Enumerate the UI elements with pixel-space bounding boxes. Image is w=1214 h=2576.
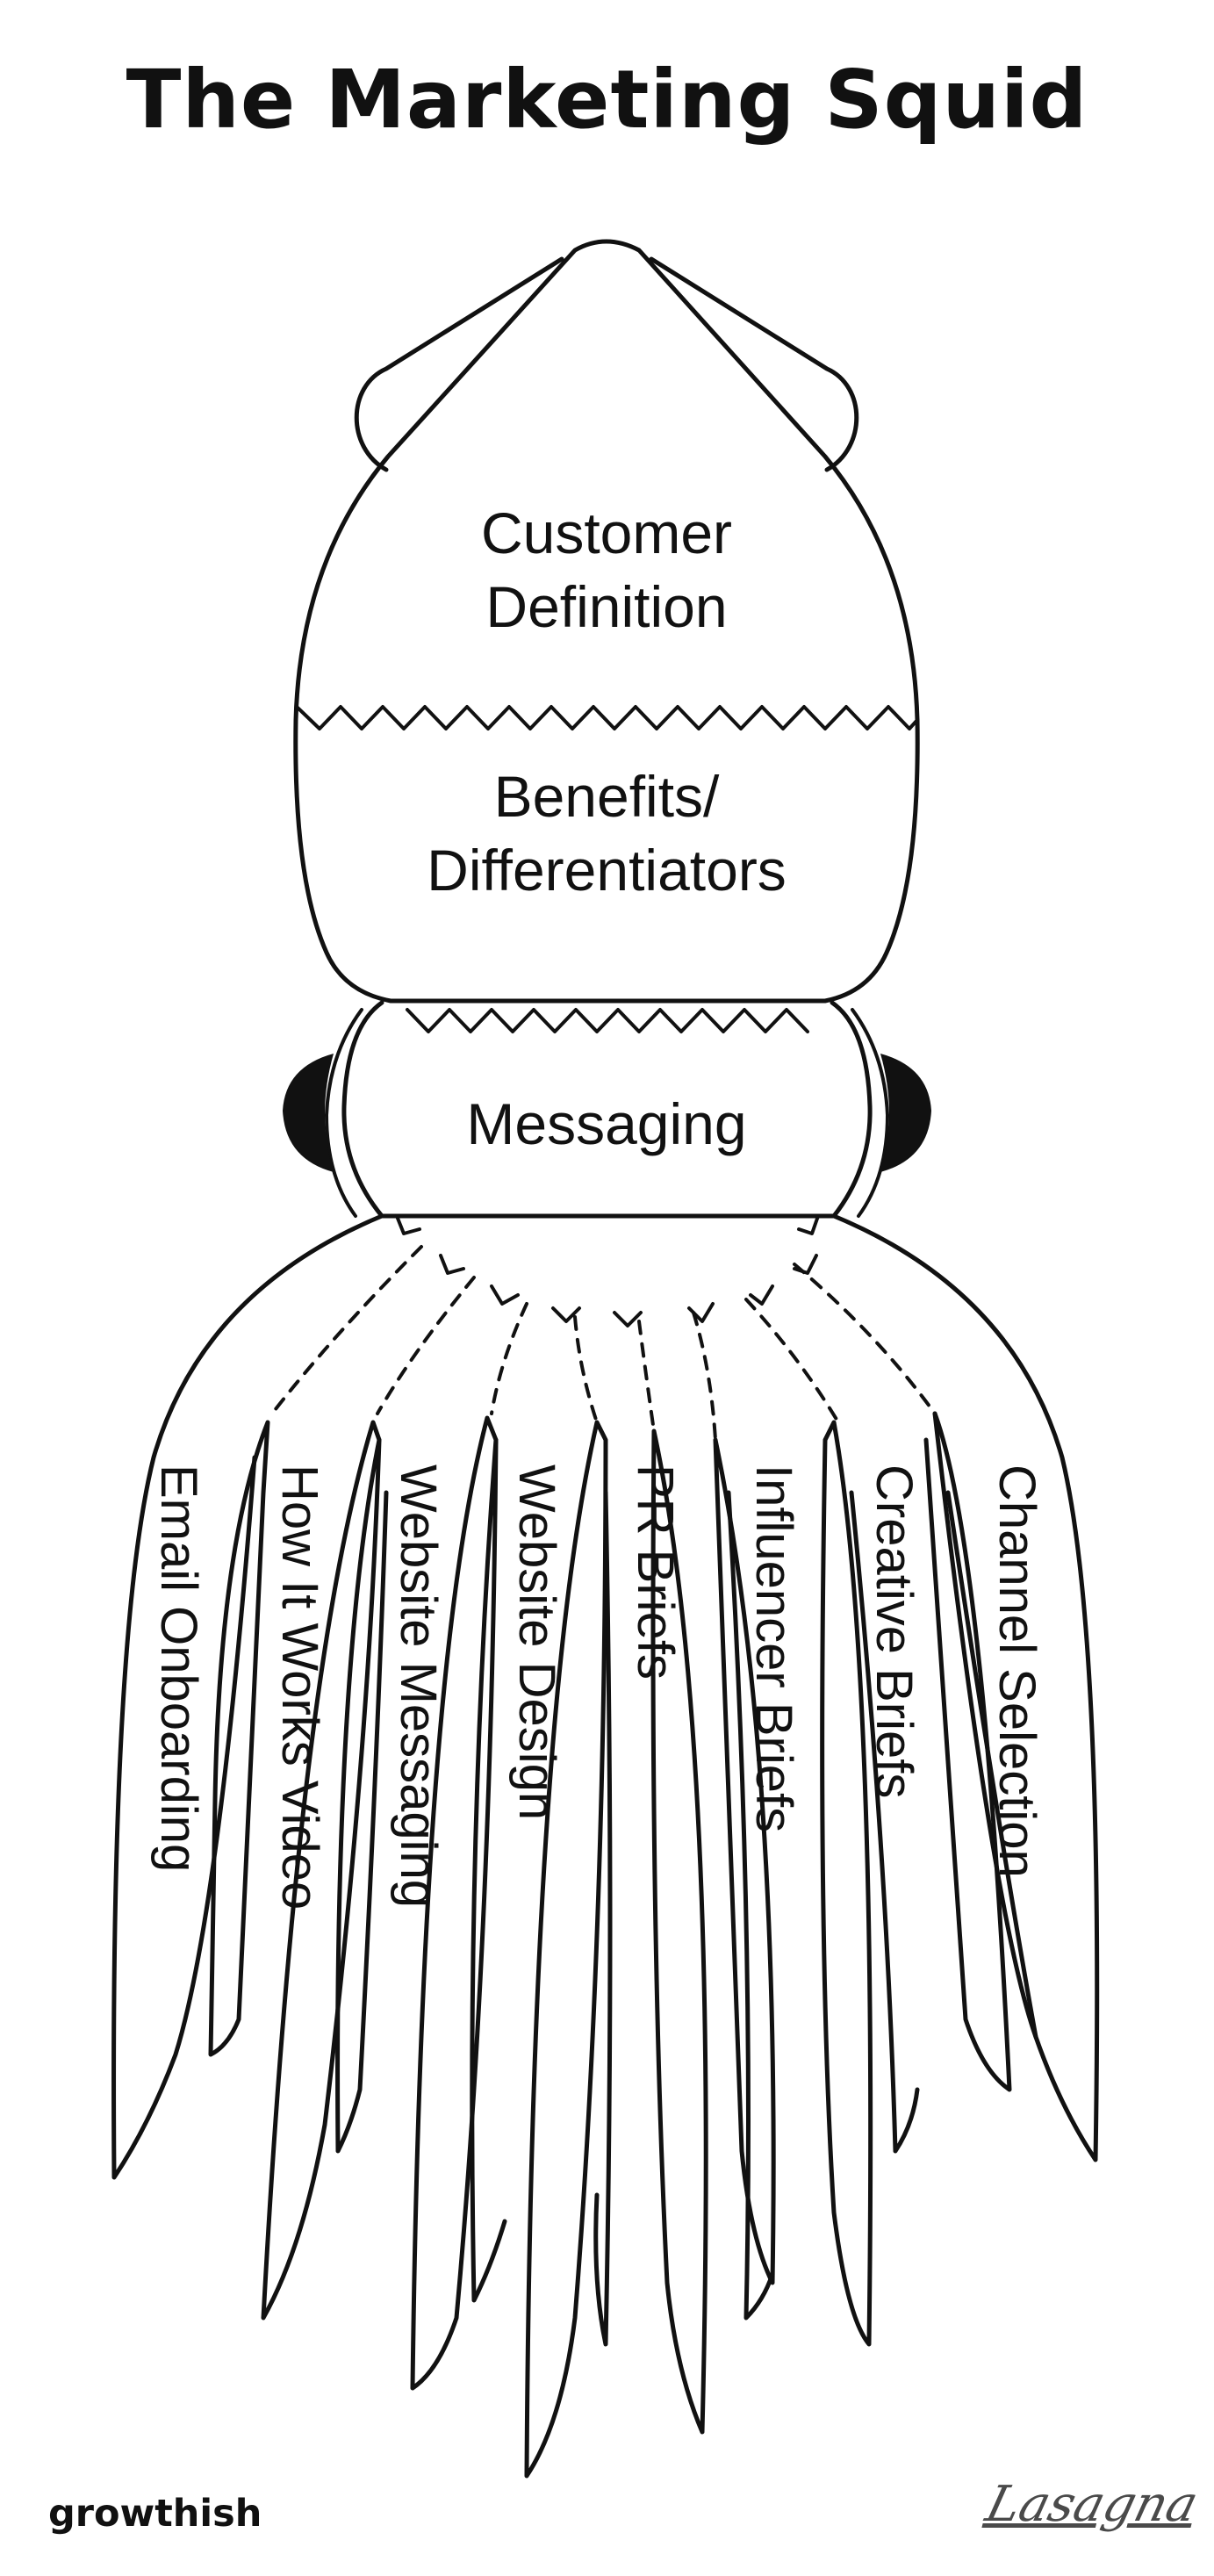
- left-fin: [354, 256, 564, 472]
- tentacle-label-email-onboarding: Email Onboarding: [150, 1464, 207, 1873]
- head-right-contour: [851, 1008, 889, 1218]
- benefits-line-1: Benefits/: [493, 764, 720, 829]
- left-eye: [283, 1054, 334, 1172]
- tentacle-label-website-messaging: Website Messaging: [390, 1464, 447, 1909]
- tentacle-4: [524, 1420, 608, 2479]
- tentacle-3: [410, 1415, 499, 2391]
- squid-head: [341, 1000, 873, 1219]
- lasagna-signature: Lasagna: [980, 2476, 1204, 2533]
- customer-definition-line-1: Customer: [480, 500, 733, 565]
- tentacles: [208, 1411, 1038, 2479]
- tentacle-8: [923, 1411, 1012, 2092]
- benefits-label: Benefits/ Differentiators: [343, 759, 870, 907]
- seam-2: [406, 1008, 809, 1033]
- tentacle-7b: [849, 1490, 920, 2154]
- tentacle-label-creative-briefs: Creative Briefs: [866, 1464, 923, 1799]
- tentacle-label-influencer-briefs: Influencer Briefs: [745, 1464, 802, 1833]
- tentacle-2b: [335, 1437, 389, 2154]
- seam-1: [295, 705, 919, 730]
- diagram-title: The Marketing Squid: [126, 53, 1088, 147]
- head-left-contour: [325, 1008, 363, 1218]
- tentacle-3b: [470, 1437, 507, 2303]
- tentacle-1: [208, 1420, 270, 2057]
- growthish-logo: growthish: [48, 2492, 262, 2536]
- arm-dashes: [270, 1245, 937, 1442]
- right-fin: [649, 256, 859, 472]
- tentacle-7: [820, 1420, 873, 2347]
- tentacle-label-how-it-works-video: How It Works Video: [271, 1464, 328, 1910]
- tentacle-label-channel-selection: Channel Selection: [988, 1464, 1045, 1878]
- tentacle-label-website-design: Website Design: [508, 1464, 565, 1821]
- customer-definition-label: Customer Definition: [387, 496, 826, 644]
- tentacle-5: [650, 1428, 708, 2435]
- tentacle-label-pr-briefs: PR Briefs: [627, 1464, 684, 1680]
- tentacle-5b: [593, 1490, 613, 2347]
- right-eye: [880, 1054, 931, 1172]
- benefits-line-2: Differentiators: [427, 838, 787, 903]
- tentacle-8b: [945, 1490, 1038, 2040]
- squid-mantle: [293, 239, 920, 1004]
- tentacle-6b: [726, 1490, 775, 2321]
- tentacle-6: [713, 1437, 776, 2285]
- tentacle-2: [261, 1420, 382, 2321]
- customer-definition-line-2: Definition: [485, 574, 728, 639]
- messaging-label: Messaging: [466, 1091, 747, 1156]
